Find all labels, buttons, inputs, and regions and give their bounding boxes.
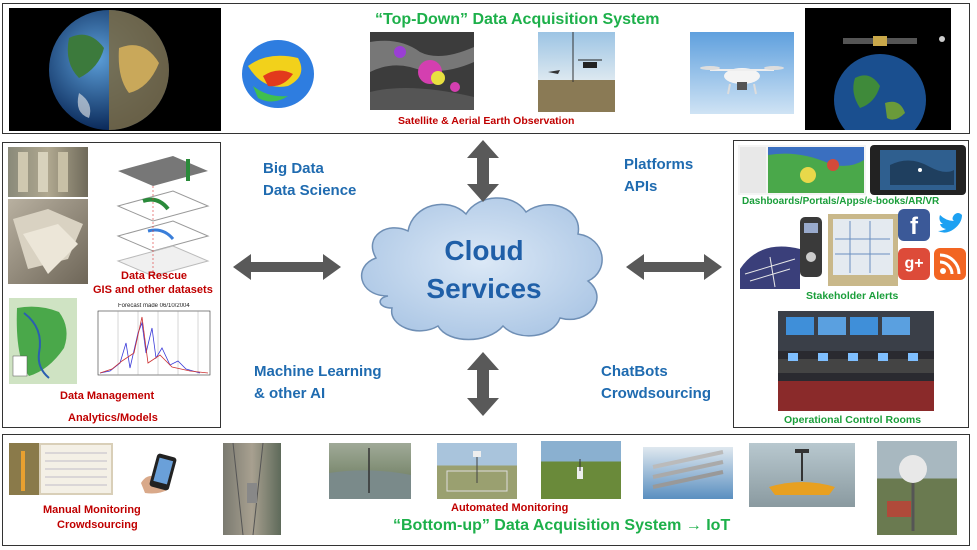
- services-label: Services: [426, 273, 542, 304]
- rss-icon: [934, 248, 966, 280]
- chatbots-label: ChatBots: [601, 363, 668, 380]
- left-panel: Data Rescue GIS and other datasets Forec…: [2, 142, 221, 428]
- data-management-label: Data Management: [60, 390, 155, 402]
- forecast-chart-title: Forecast made 06/10/2004: [118, 303, 190, 309]
- bottom-up-title: “Bottom-up” Data Acquisition System → Io…: [393, 514, 730, 538]
- apis-label: APIs: [624, 178, 658, 195]
- stakeholder-alerts-label: Stakeholder Alerts: [806, 290, 899, 302]
- data-science-label: Data Science: [263, 182, 357, 199]
- sensors-photo: [643, 447, 733, 499]
- cloud-shape: [360, 197, 603, 341]
- global-model-globe-image: [238, 36, 318, 112]
- analytics-models-label: Analytics/Models: [68, 412, 158, 424]
- earth-split-image: [9, 8, 221, 131]
- arrow-left-right-right: [626, 254, 722, 280]
- weather-station-field-photo: [437, 443, 517, 499]
- bottom-up-panel: Manual Monitoring Crowdsourcing Automate…: [2, 434, 970, 546]
- control-rooms-label: Operational Control Rooms: [784, 414, 922, 426]
- cloud-services-text: Cloud Services: [380, 232, 588, 308]
- automated-monitoring-label: Automated Monitoring: [451, 502, 569, 514]
- tower-station-photo: [877, 441, 957, 535]
- dashboard-screenshot: [738, 145, 866, 195]
- satellite-in-orbit-image: [805, 8, 951, 130]
- top-down-panel: “Top-Down” Data Acquisition System Satel…: [2, 3, 970, 134]
- twitter-icon: [934, 209, 966, 241]
- manual-monitoring-label: Manual Monitoring: [43, 504, 141, 516]
- cloud-label: Cloud: [444, 235, 524, 266]
- grassland-station-photo: [541, 441, 621, 499]
- aerial-aircraft-photo: [538, 32, 615, 112]
- iot-label: IoT: [706, 517, 731, 534]
- right-panel: Dashboards/Portals/Apps/e-books/AR/VR f …: [733, 140, 969, 428]
- crowdsourcing-bottom-label: Crowdsourcing: [57, 519, 138, 531]
- crowdsourcing-center-label: Crowdsourcing: [601, 385, 712, 402]
- dashboards-label: Dashboards/Portals/Apps/e-books/AR/VR: [742, 196, 940, 207]
- other-ai-label: & other AI: [254, 385, 326, 402]
- archive-shelves-photo: [8, 147, 88, 197]
- facebook-icon: f: [898, 209, 930, 241]
- satellite-imagery: [370, 32, 474, 110]
- drone-photo: [690, 32, 794, 114]
- top-down-title: “Top-Down” Data Acquisition System: [375, 11, 660, 28]
- bottom-up-title-text: “Bottom-up” Data Acquisition System: [393, 517, 682, 534]
- forecast-chart-image: Forecast made 06/10/2004: [90, 303, 215, 387]
- alert-devices-image: [740, 209, 900, 289]
- right-arrow-glyph: →: [685, 517, 702, 534]
- mobile-phone-photo: [139, 453, 179, 495]
- river-basin-map: [9, 298, 77, 384]
- gis-layers-image: [113, 151, 215, 276]
- control-room-photo: [778, 311, 934, 411]
- data-rescue-label: Data Rescue: [121, 270, 188, 282]
- gis-datasets-label: GIS and other datasets: [93, 284, 213, 296]
- machine-learning-label: Machine Learning: [254, 363, 382, 380]
- big-data-label: Big Data: [263, 160, 324, 177]
- arrow-left-right-left: [233, 254, 341, 280]
- river-station-photo: [329, 443, 411, 499]
- manual-log-photo: [9, 443, 113, 495]
- arrow-up-down-top: [467, 140, 499, 202]
- arrow-up-down-bottom: [467, 352, 499, 416]
- google-plus-icon: g+: [898, 248, 930, 280]
- tablet-map-image: [870, 145, 966, 195]
- paper-records-photo: [8, 199, 88, 284]
- floating-buoy-photo: [749, 443, 855, 507]
- satellite-aerial-caption: Satellite & Aerial Earth Observation: [398, 115, 575, 127]
- platforms-label: Platforms: [624, 156, 694, 173]
- stream-channel-photo: [223, 443, 281, 535]
